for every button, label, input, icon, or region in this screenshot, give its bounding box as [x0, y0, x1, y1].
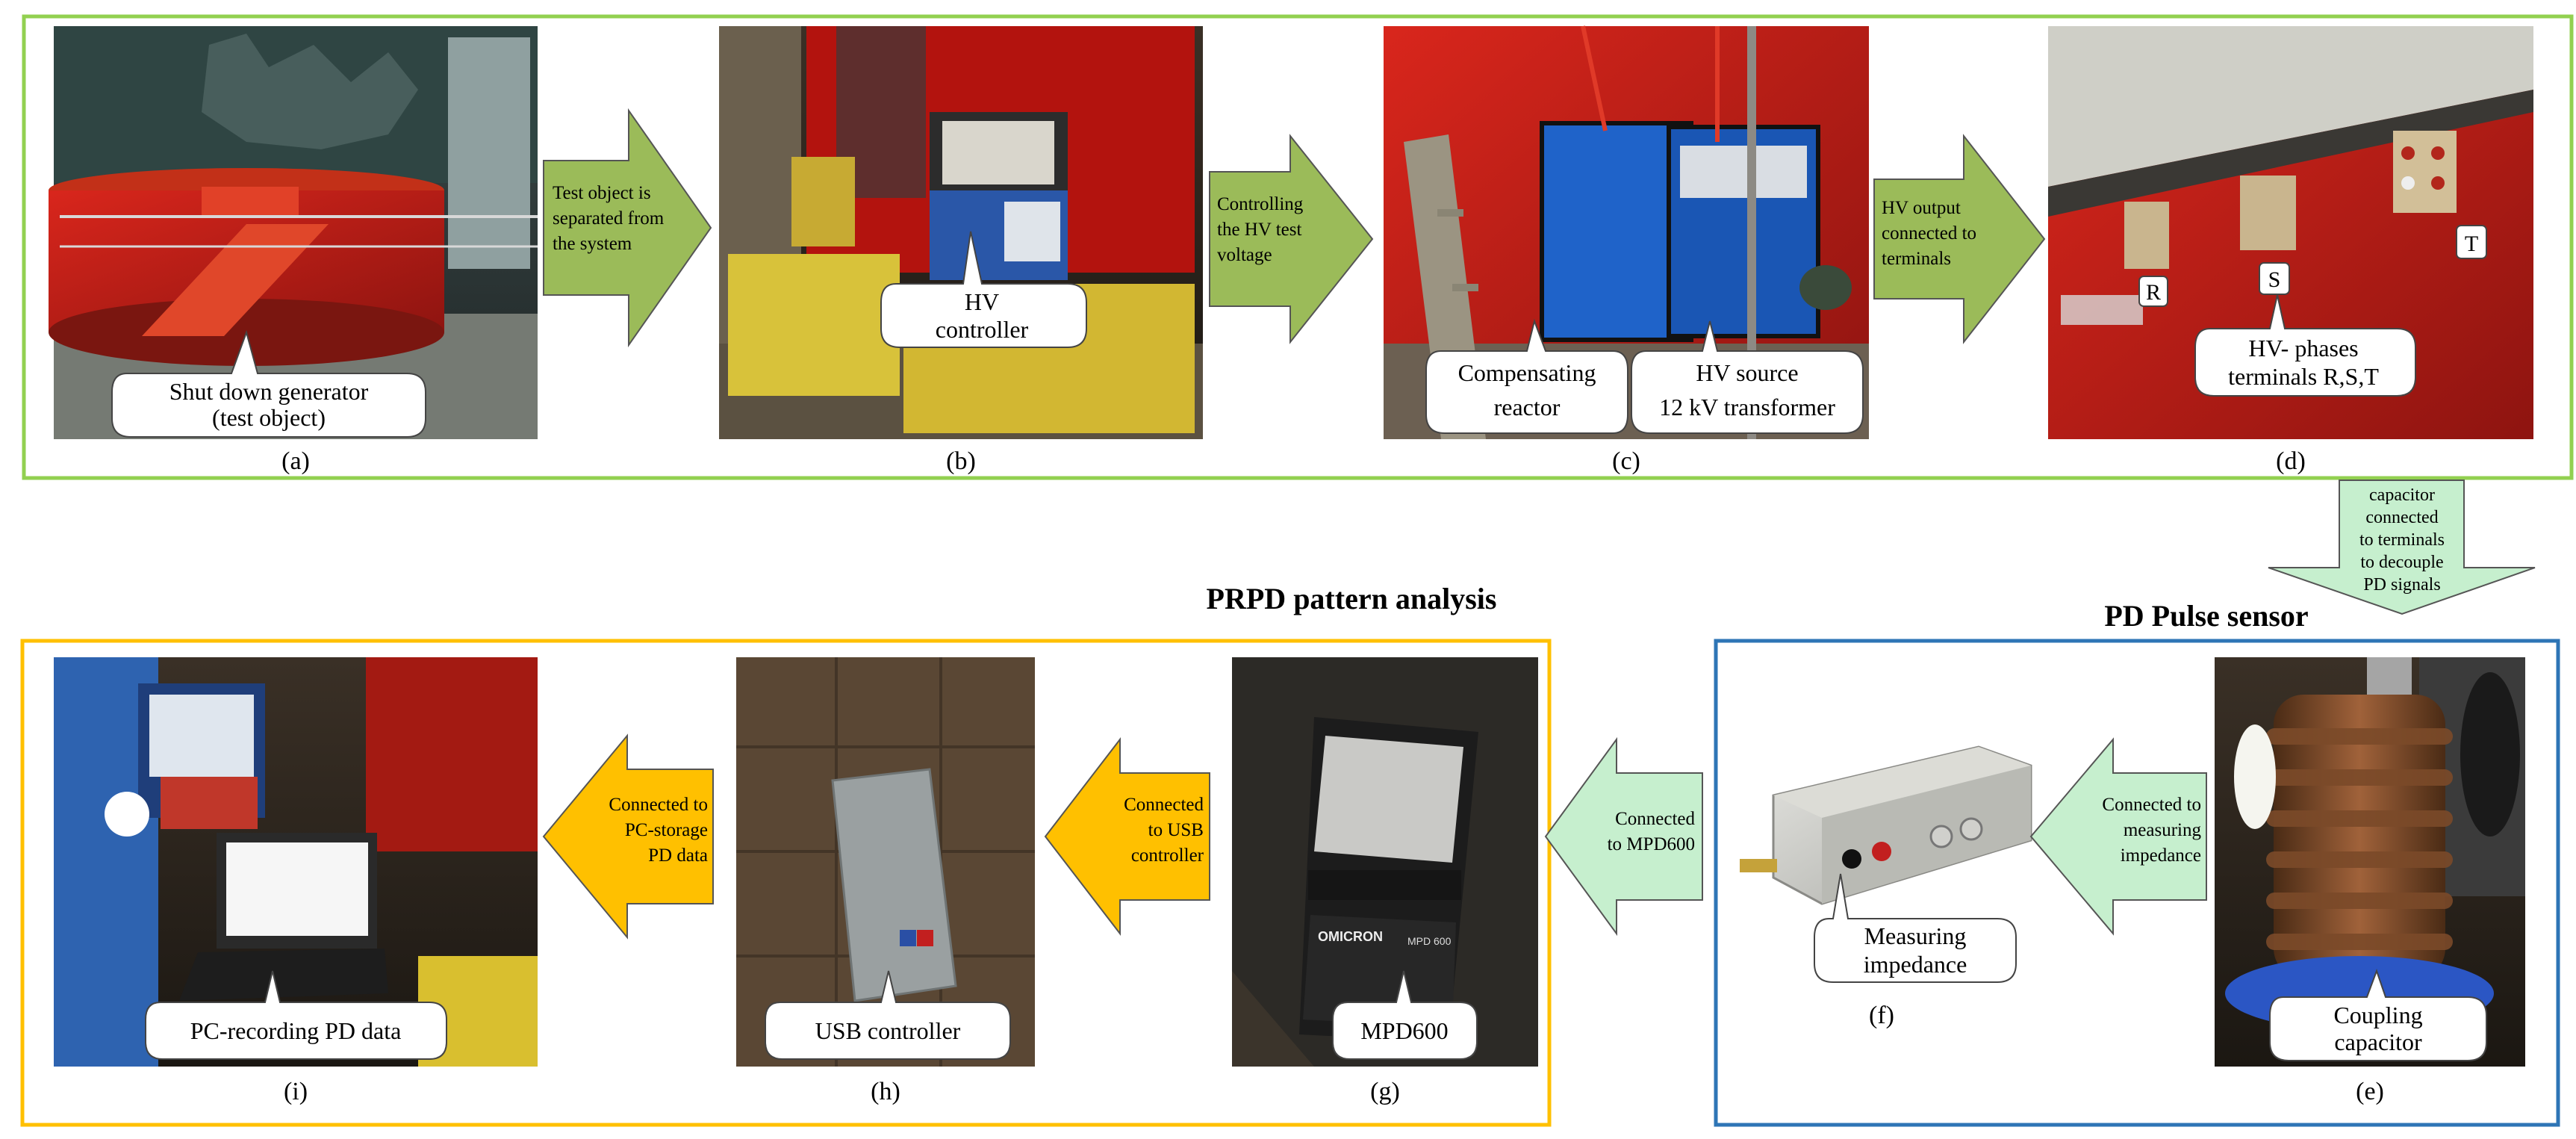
arrow-g-to-h: Connected to USB controller	[1044, 737, 1210, 936]
svg-text:HV- phases: HV- phases	[2248, 335, 2358, 361]
svg-text:PD signals: PD signals	[2363, 575, 2440, 595]
photo-i-pc-recording	[54, 657, 538, 1067]
arrow-c-to-d: HV output connected to terminals	[1873, 134, 2046, 344]
svg-text:MPD600: MPD600	[1360, 1017, 1448, 1044]
svg-text:Coupling: Coupling	[2333, 1002, 2422, 1028]
photo-a-generator	[49, 26, 538, 439]
svg-text:USB controller: USB controller	[815, 1017, 961, 1044]
svg-text:voltage: voltage	[1217, 245, 1272, 265]
svg-text:measuring: measuring	[2124, 820, 2202, 840]
arrow-d-to-e: capacitor connected to terminals to deco…	[2268, 480, 2536, 615]
caption-h: (h)	[871, 1078, 900, 1105]
svg-text:Connected: Connected	[1615, 809, 1695, 829]
photo-d-hv-terminals	[2048, 26, 2533, 439]
svg-text:connected: connected	[2365, 508, 2438, 527]
arrow-f-to-g: Connected to MPD600	[1544, 736, 1703, 937]
svg-text:to decouple: to decouple	[2360, 553, 2443, 572]
callout-c-reactor: Compensating reactor	[1425, 318, 1628, 434]
svg-text:PC-storage: PC-storage	[625, 820, 708, 840]
svg-text:capacitor: capacitor	[2369, 485, 2435, 505]
terminal-label-r: R	[2138, 276, 2168, 307]
callout-d: HV- phases terminals R,S,T	[2194, 294, 2416, 397]
svg-text:to USB: to USB	[1148, 820, 1204, 840]
svg-text:capacitor: capacitor	[2334, 1028, 2422, 1055]
caption-i: (i)	[284, 1078, 308, 1105]
svg-text:separated from: separated from	[553, 208, 665, 229]
svg-text:HV output: HV output	[1882, 198, 1961, 218]
svg-text:connected to: connected to	[1882, 223, 1976, 243]
svg-text:controller: controller	[936, 316, 1029, 343]
svg-text:Compensating: Compensating	[1458, 359, 1596, 386]
photo-b-hv-controller	[719, 26, 1203, 439]
callout-b: HV controller	[880, 231, 1087, 348]
callout-a: Shut down generator (test object)	[111, 329, 426, 438]
frame-top-row	[22, 14, 2574, 480]
svg-text:Connected: Connected	[1124, 795, 1204, 815]
caption-c: (c)	[1612, 447, 1640, 475]
callout-f: Measuring impedance	[1814, 873, 2017, 983]
callout-g: MPD600	[1332, 970, 1478, 1060]
svg-text:terminals: terminals	[1882, 249, 1951, 269]
svg-text:impedance: impedance	[2121, 845, 2201, 866]
terminal-label-s: S	[2259, 262, 2290, 295]
caption-d: (d)	[2276, 447, 2306, 475]
arrow-e-to-f: Connected to measuring impedance	[2029, 737, 2207, 936]
callout-h: USB controller	[765, 970, 1011, 1060]
svg-text:HV source: HV source	[1696, 359, 1798, 386]
svg-text:Test object is: Test object is	[553, 183, 651, 203]
svg-text:to MPD600: to MPD600	[1608, 834, 1695, 854]
svg-text:impedance: impedance	[1864, 951, 1967, 978]
title-pd-pulse-sensor: PD Pulse sensor	[2104, 599, 2308, 633]
frame-pd-pulse-sensor	[1714, 639, 2560, 1127]
callout-c-source: HV source 12 kV transformer	[1631, 320, 1864, 434]
svg-text:T: T	[2465, 232, 2478, 256]
svg-text:PD data: PD data	[648, 845, 708, 866]
svg-text:Connected to: Connected to	[609, 795, 708, 815]
svg-text:controller: controller	[1131, 845, 1204, 866]
mpd600-brand-label: OMICRON	[1318, 929, 1383, 944]
callout-e: Coupling capacitor	[2269, 969, 2487, 1061]
svg-text:(test object): (test object)	[212, 404, 326, 431]
caption-a: (a)	[281, 447, 310, 475]
arrow-h-to-i: Connected to PC-storage PD data	[542, 733, 714, 940]
svg-text:terminals R,S,T: terminals R,S,T	[2228, 363, 2379, 390]
arrow-b-to-c: Controlling the HV test voltage	[1209, 134, 1374, 344]
callout-i: PC-recording PD data	[145, 970, 447, 1060]
svg-text:Connected to: Connected to	[2102, 795, 2201, 815]
svg-text:Shut down generator: Shut down generator	[169, 378, 369, 405]
terminal-label-t: T	[2456, 225, 2487, 259]
title-prpd-pattern-analysis: PRPD pattern analysis	[1207, 582, 1497, 615]
svg-text:12 kV transformer: 12 kV transformer	[1659, 394, 1835, 420]
caption-g: (g)	[1370, 1078, 1400, 1105]
svg-text:to terminals: to terminals	[2359, 530, 2445, 550]
caption-b: (b)	[946, 447, 976, 475]
arrow-a-to-b: Test object is separated from the system	[543, 108, 712, 348]
svg-text:Measuring: Measuring	[1864, 922, 1967, 949]
svg-text:the HV test: the HV test	[1217, 220, 1301, 240]
photo-f-measuring-impedance	[1732, 717, 2076, 915]
svg-text:R: R	[2146, 280, 2161, 305]
svg-text:the system: the system	[553, 234, 632, 254]
caption-f: (f)	[1869, 1002, 1894, 1029]
svg-text:PC-recording PD data: PC-recording PD data	[190, 1017, 402, 1044]
caption-e: (e)	[2356, 1078, 2384, 1105]
svg-text:reactor: reactor	[1494, 394, 1561, 420]
svg-text:HV: HV	[965, 288, 999, 315]
photo-g-mpd600: OMICRON MPD 600	[1232, 657, 1538, 1067]
mpd600-model-label: MPD 600	[1407, 935, 1452, 947]
svg-text:S: S	[2268, 267, 2281, 292]
frame-prpd-analysis	[20, 639, 1552, 1127]
svg-text:Controlling: Controlling	[1217, 194, 1304, 214]
